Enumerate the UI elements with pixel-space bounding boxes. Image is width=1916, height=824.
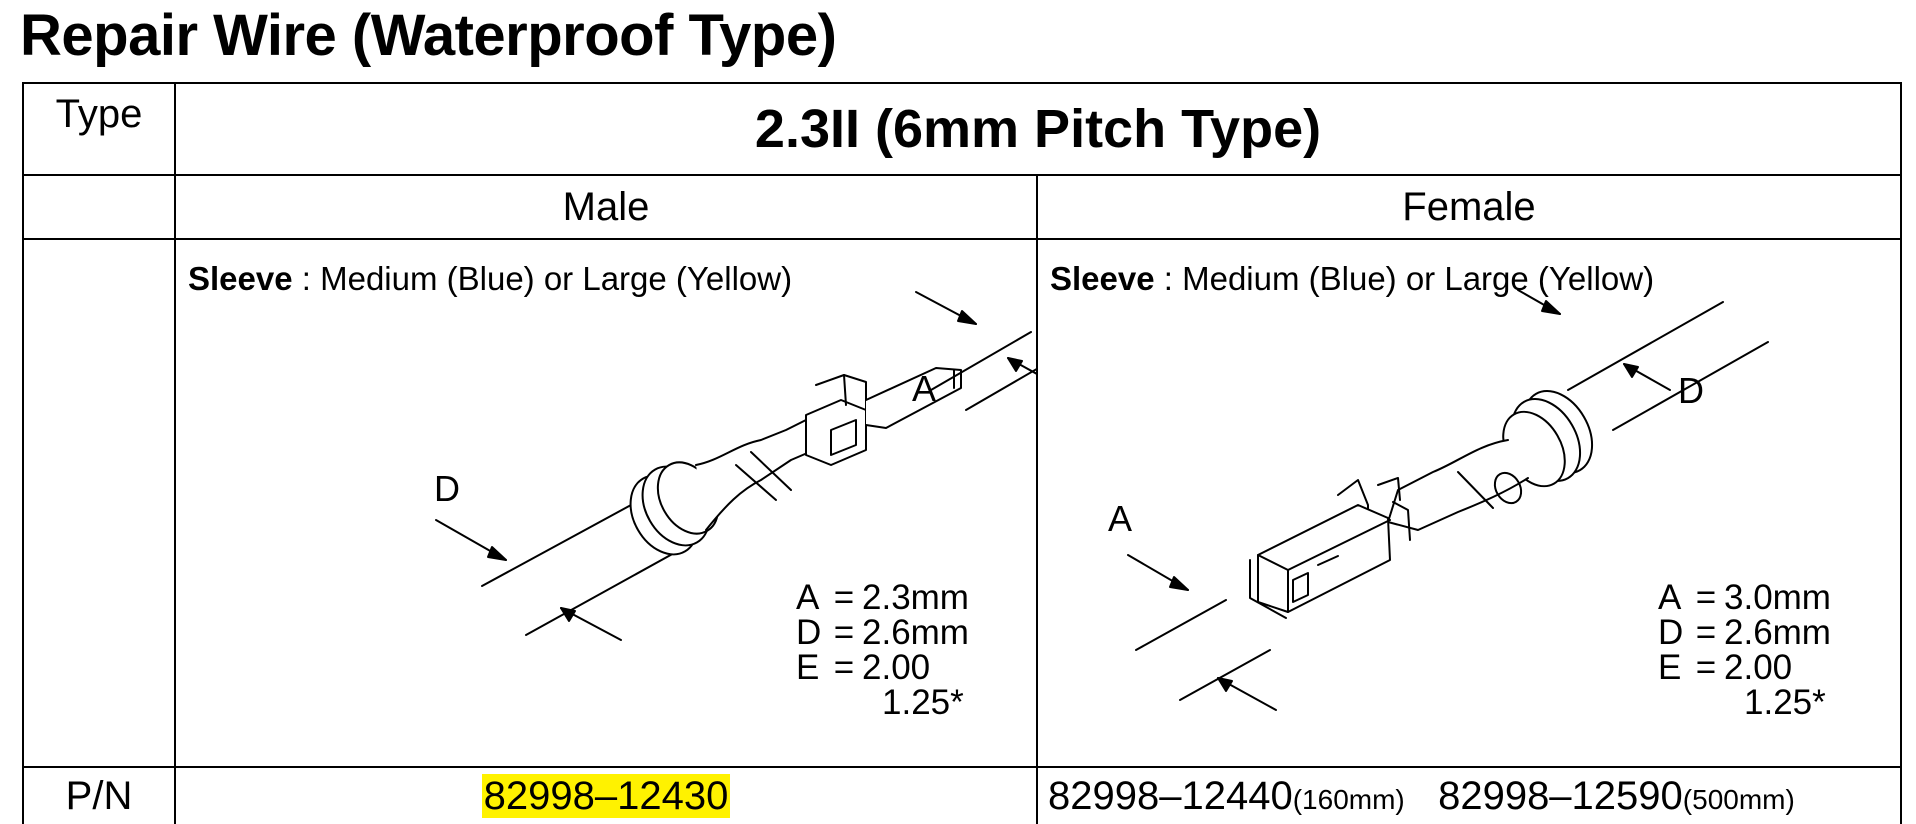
type-row: Type 2.3II (6mm Pitch Type): [22, 82, 1902, 176]
male-terminal-drawing-icon: [435, 291, 1038, 641]
diagram-row: Sleeve : Medium (Blue) or Large (Yellow): [22, 238, 1902, 768]
part-number-row: P/N 82998–12430 82998–12440(160mm) 82998…: [22, 766, 1902, 824]
male-sleeve-label: Sleeve: [188, 260, 293, 297]
male-spec-equals: =: [833, 613, 855, 652]
male-spec-equals: =: [833, 578, 855, 617]
female-terminal-drawing-icon: [1127, 289, 1769, 711]
male-dimension-a: A: [912, 368, 937, 409]
male-dimension-d: D: [434, 468, 460, 509]
female-spec-value: 2.6mm: [1724, 613, 1831, 652]
male-spec-row: E =2.00: [796, 650, 969, 685]
female-part-number-1: 82998–12440: [1048, 773, 1293, 818]
type-label: Type: [22, 82, 176, 176]
female-sleeve-label: Sleeve: [1050, 260, 1155, 297]
female-diagram-cell: Sleeve : Medium (Blue) or Large (Yellow): [1036, 238, 1902, 768]
female-spec-value: 3.0mm: [1724, 578, 1831, 617]
female-spec-value: 2.00: [1724, 648, 1793, 687]
pn-label: P/N: [22, 766, 176, 824]
male-heading: Male: [174, 174, 1038, 240]
female-sleeve-text: : Medium (Blue) or Large (Yellow): [1154, 260, 1655, 297]
female-part-number-2: 82998–12590: [1438, 773, 1683, 818]
male-spec-value: 2.6mm: [862, 613, 969, 652]
male-spec-label: D: [796, 613, 822, 652]
repair-wire-table: Type 2.3II (6mm Pitch Type) Male Female …: [22, 82, 1902, 824]
male-sleeve-text: : Medium (Blue) or Large (Yellow): [292, 260, 793, 297]
male-spec-label: A: [796, 578, 820, 617]
female-spec-row: A =3.0mm: [1658, 580, 1831, 615]
female-spec-extra: 1.25*: [1744, 683, 1826, 722]
empty-label-cell: [22, 174, 176, 240]
female-part-length-2: (500mm): [1682, 783, 1795, 815]
male-sleeve-note: Sleeve : Medium (Blue) or Large (Yellow): [188, 260, 792, 298]
male-spec-extra: 1.25*: [882, 683, 964, 722]
empty-label-cell: [22, 238, 176, 768]
female-spec-row: D =2.6mm: [1658, 615, 1831, 650]
male-spec-row: A =2.3mm: [796, 580, 969, 615]
male-spec-value: 2.3mm: [862, 578, 969, 617]
female-spec-label: E: [1658, 648, 1682, 687]
male-part-number: 82998–12430: [481, 773, 731, 818]
female-spec-label: A: [1658, 578, 1682, 617]
female-part-number-cell: 82998–12440(160mm) 82998–12590(500mm): [1036, 766, 1902, 824]
female-spec-equals: =: [1695, 613, 1717, 652]
female-heading: Female: [1036, 174, 1902, 240]
female-dimension-a: A: [1108, 498, 1133, 539]
female-dimension-d: D: [1678, 370, 1704, 411]
female-part-length-1: (160mm): [1292, 783, 1405, 815]
male-spec-label: E: [796, 648, 820, 687]
female-spec-equals: =: [1695, 578, 1717, 617]
female-spec-row: E =2.00: [1658, 650, 1831, 685]
type-value: 2.3II (6mm Pitch Type): [174, 82, 1902, 176]
gender-header-row: Male Female: [22, 174, 1902, 240]
page-title: Repair Wire (Waterproof Type): [20, 3, 837, 68]
female-spec-equals: =: [1695, 648, 1717, 687]
female-spec-label: D: [1658, 613, 1684, 652]
female-sleeve-note: Sleeve : Medium (Blue) or Large (Yellow): [1050, 260, 1654, 298]
male-part-number-cell: 82998–12430: [174, 766, 1038, 824]
male-diagram-cell: Sleeve : Medium (Blue) or Large (Yellow): [174, 238, 1038, 768]
male-spec-value: 2.00: [862, 648, 931, 687]
male-spec-equals: =: [833, 648, 855, 687]
male-spec-row: D =2.6mm: [796, 615, 969, 650]
